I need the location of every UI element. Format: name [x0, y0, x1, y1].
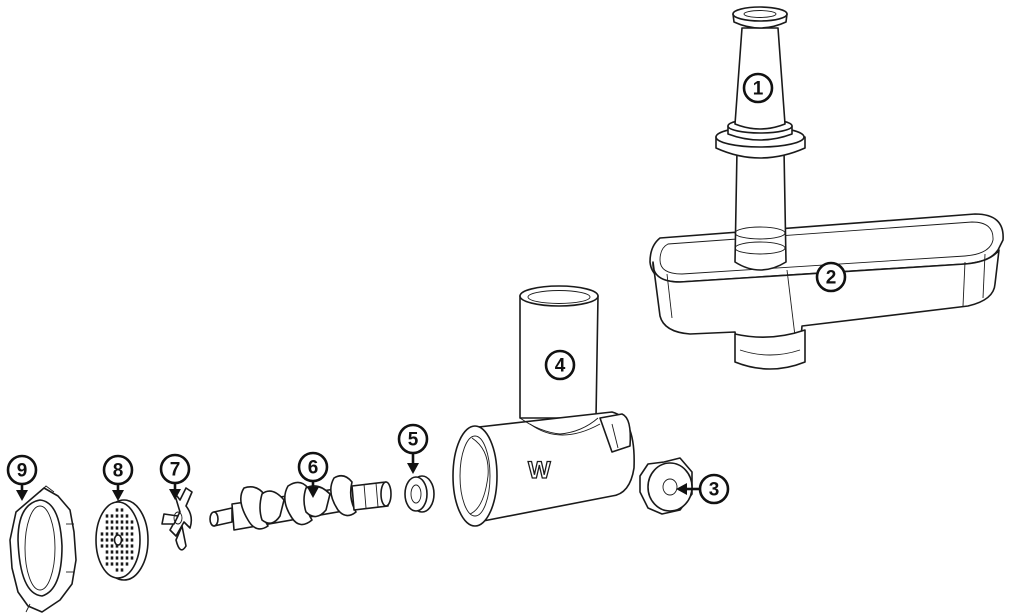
- plate-hole: [130, 532, 134, 536]
- plate-hole: [120, 568, 124, 572]
- plate-hole: [125, 562, 129, 566]
- plate-hole: [120, 508, 124, 512]
- plate-hole: [115, 532, 119, 536]
- callout-8-label: 8: [113, 461, 124, 482]
- grinder-housing: W: [452, 285, 635, 527]
- cutting-blade: [161, 487, 193, 551]
- plate-hole: [110, 562, 114, 566]
- callout-3: 3: [676, 473, 730, 505]
- plate-hole: [105, 544, 109, 548]
- callout-1-label: 1: [753, 79, 764, 100]
- plate-hole: [120, 532, 124, 536]
- plate-hole: [105, 526, 109, 530]
- callout-1: 1: [742, 72, 774, 104]
- plate-hole: [115, 526, 119, 530]
- plate-hole: [130, 526, 134, 530]
- plate-hole: [125, 526, 129, 530]
- plate-hole: [130, 550, 134, 554]
- plate-hole: [130, 520, 134, 524]
- plate-hole: [120, 562, 124, 566]
- plate-hole: [125, 544, 129, 548]
- plate-hole: [115, 544, 119, 548]
- callout-2-label: 2: [826, 268, 837, 289]
- callout-3-label: 3: [709, 480, 720, 501]
- plate-hole: [120, 550, 124, 554]
- callout-8: 8: [102, 454, 134, 501]
- plate-hole: [120, 544, 124, 548]
- plate-hole: [115, 520, 119, 524]
- callout-2: 2: [815, 261, 847, 293]
- plate-hole: [105, 556, 109, 560]
- plate-hole: [125, 532, 129, 536]
- plate-hole: [110, 538, 114, 542]
- plate-hole: [110, 526, 114, 530]
- plate-hole: [105, 550, 109, 554]
- plate-hole: [130, 544, 134, 548]
- plate-hole: [115, 508, 119, 512]
- plate-hole: [115, 550, 119, 554]
- plate-hole: [120, 556, 124, 560]
- plate-hole: [125, 538, 129, 542]
- grinding-plate: [95, 499, 149, 581]
- plate-hole: [105, 532, 109, 536]
- plate-hole: [125, 514, 129, 518]
- plate-hole: [130, 556, 134, 560]
- plate-hole: [110, 532, 114, 536]
- plate-hole: [120, 514, 124, 518]
- plate-hole: [105, 562, 109, 566]
- callout-7-label: 7: [170, 460, 181, 481]
- plate-hole: [130, 538, 134, 542]
- plate-hole: [105, 514, 109, 518]
- callout-7: 7: [159, 453, 191, 500]
- callout-6: 6: [297, 451, 329, 498]
- plate-hole: [115, 556, 119, 560]
- food-tray: [649, 213, 1004, 370]
- plate-hole: [115, 568, 119, 572]
- plate-hole: [110, 550, 114, 554]
- callout-5: 5: [397, 423, 429, 474]
- seal-ring: [404, 475, 435, 513]
- plate-hole: [120, 520, 124, 524]
- auger: [209, 474, 392, 531]
- plate-hole: [100, 544, 104, 548]
- plate-hole: [115, 514, 119, 518]
- plate-hole: [125, 550, 129, 554]
- plate-hole: [110, 520, 114, 524]
- plate-hole: [110, 556, 114, 560]
- callout-4: 4: [544, 349, 576, 381]
- plate-hole: [100, 538, 104, 542]
- callout-4-label: 4: [555, 356, 566, 377]
- plate-hole: [110, 514, 114, 518]
- callout-9: 9: [6, 454, 38, 501]
- callout-5-label: 5: [408, 430, 419, 451]
- plate-hole: [100, 532, 104, 536]
- plate-hole: [110, 544, 114, 548]
- locking-ring: [9, 485, 77, 613]
- plate-hole: [105, 520, 109, 524]
- callout-9-label: 9: [17, 461, 28, 482]
- housing-logo: W: [528, 457, 551, 484]
- plate-hole: [125, 556, 129, 560]
- plate-hole: [125, 520, 129, 524]
- plate-hole: [115, 562, 119, 566]
- housing-cap-knob: [639, 457, 693, 515]
- food-pusher: [715, 6, 806, 271]
- plate-hole: [120, 526, 124, 530]
- plate-hole: [105, 538, 109, 542]
- callout-6-label: 6: [308, 458, 319, 479]
